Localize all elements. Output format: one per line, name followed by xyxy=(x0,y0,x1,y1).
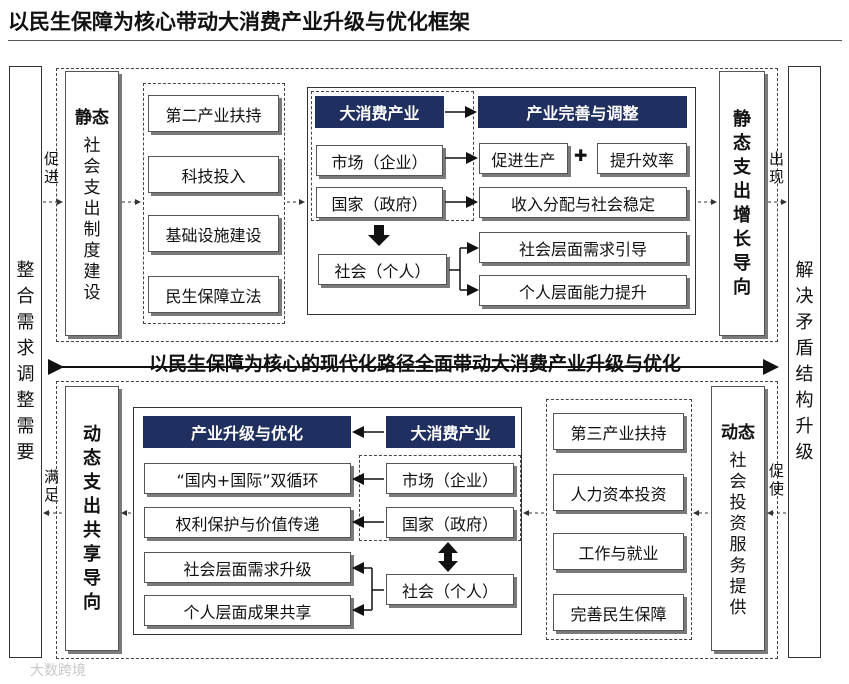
page-title: 以民生保障为核心带动大消费产业升级与优化框架 xyxy=(8,10,470,34)
static-head: 静态 xyxy=(75,108,109,128)
bottom-section-frame xyxy=(56,381,778,659)
top-state-box: 国家（政府） xyxy=(316,187,443,218)
static-social-expenditure-box: 静态 社会支出 制度建设 xyxy=(65,71,119,336)
support-item: 人力资本投资 xyxy=(553,474,684,511)
dynamic-body: 社会投资 服务提供 xyxy=(729,451,747,618)
top-society-box: 社会（个人） xyxy=(318,254,447,285)
static-body: 社会支出 制度建设 xyxy=(83,136,101,303)
bottom-state-box: 国家（政府） xyxy=(386,507,514,538)
support-item: 科技投入 xyxy=(148,156,279,193)
top-social-demand-box: 社会层面需求引导 xyxy=(479,232,687,263)
bottom-social-up-box: 社会层面需求升级 xyxy=(144,552,351,583)
top-cywz-box: 产业完善与调整 xyxy=(478,96,687,128)
watermark: 大数跨境 xyxy=(30,663,86,679)
bottom-dacx-box: 大消费产业 xyxy=(386,416,515,448)
title-underline xyxy=(8,40,842,41)
top-promote-box: 促进生产 xyxy=(479,143,568,174)
bottom-dual-box: “国内+国际”双循环 xyxy=(144,463,351,494)
bottom-market-box: 市场（企业） xyxy=(386,463,514,494)
support-item: 第三产业扶持 xyxy=(553,413,684,450)
support-item: 工作与就业 xyxy=(553,533,684,570)
support-item: 第二产业扶持 xyxy=(148,95,279,132)
support-item: 民生保障立法 xyxy=(148,276,279,313)
label-manzu: 满足 xyxy=(44,468,60,504)
top-income-box: 收入分配与社会稳定 xyxy=(479,187,687,218)
top-market-box: 市场（企业） xyxy=(316,145,443,176)
top-dacx-box: 大消费产业 xyxy=(315,96,444,128)
top-core-frame xyxy=(307,87,696,315)
bottom-core-frame xyxy=(133,407,522,635)
right-side-bar: 解决矛盾结构升级 xyxy=(788,66,821,658)
bottom-society-box: 社会（个人） xyxy=(386,574,514,605)
top-supports-frame xyxy=(143,83,285,324)
support-item: 基础设施建设 xyxy=(148,215,279,252)
top-efficiency-box: 提升效率 xyxy=(597,143,687,174)
plus-icon: ✚ xyxy=(574,146,588,165)
dynamic-outcome-box: 动态支出 共享导向 xyxy=(65,386,119,651)
static-outcome-box: 静态支出 增长导向 xyxy=(719,71,765,336)
bottom-supports-frame xyxy=(546,399,692,640)
top-section-frame xyxy=(56,68,778,342)
bottom-rights-box: 权利保护与价值传递 xyxy=(144,507,351,538)
top-personal-box: 个人层面能力提升 xyxy=(479,275,687,306)
bottom-cysj-box: 产业升级与优化 xyxy=(143,416,351,448)
bottom-core-dashed xyxy=(359,455,521,541)
support-item: 完善民生保障 xyxy=(553,594,684,631)
dynamic-head: 动态 xyxy=(721,423,755,443)
label-chuxian: 出现 xyxy=(769,150,785,186)
updown-arrow-icon xyxy=(438,542,458,572)
down-arrow-icon xyxy=(368,225,390,246)
label-cushi: 促使 xyxy=(769,462,785,498)
bottom-personal-share-box: 个人层面成果共享 xyxy=(144,595,351,626)
label-cujin: 促进 xyxy=(44,150,60,186)
dynamic-social-investment-box: 动态 社会投资 服务提供 xyxy=(711,386,765,651)
left-side-bar: 整合需求调整需要 xyxy=(9,66,42,658)
